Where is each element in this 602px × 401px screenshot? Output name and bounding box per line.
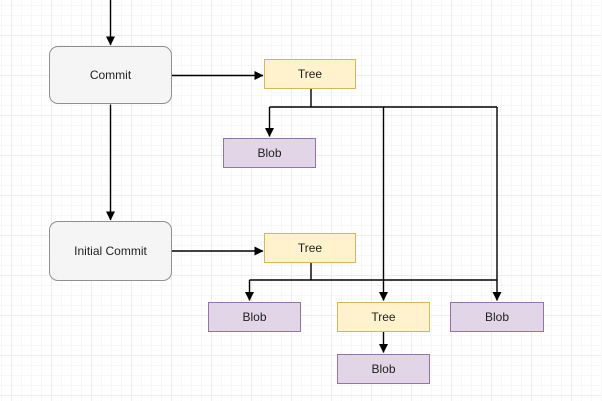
blob3-node: Blob (450, 302, 544, 332)
tree2-node: Tree (264, 233, 356, 263)
initial-commit-node: Initial Commit (49, 221, 172, 281)
commit-node: Commit (49, 46, 172, 104)
tree3-node: Tree (337, 302, 430, 332)
blob4-node: Blob (337, 354, 430, 384)
blob2-node: Blob (208, 302, 301, 332)
tree1-node: Tree (264, 59, 356, 89)
blob1-node: Blob (223, 138, 316, 168)
